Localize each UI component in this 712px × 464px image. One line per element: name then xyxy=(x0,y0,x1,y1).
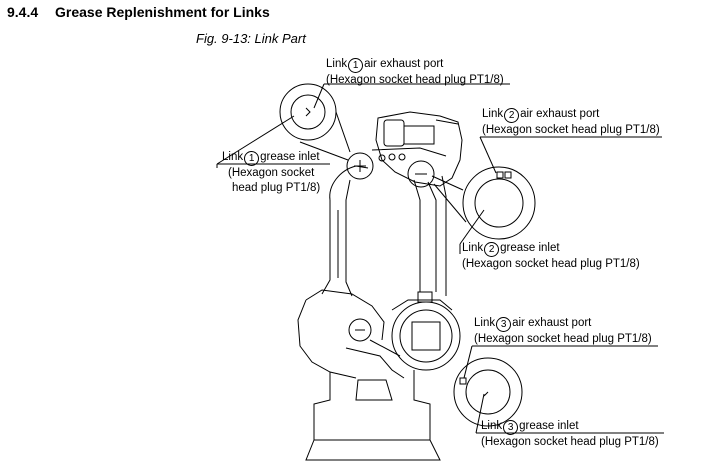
callout-link-word: Link xyxy=(474,317,496,329)
callout-label: grease inlet xyxy=(519,420,579,432)
section-heading: 9.4.4 Grease Replenishment for Links xyxy=(7,4,270,20)
section-number: 9.4.4 xyxy=(7,4,39,20)
link-number-badge: 3 xyxy=(496,317,512,332)
callout-link-word: Link xyxy=(481,420,503,432)
callout-link-word: Link xyxy=(326,58,348,70)
link2-detail-view xyxy=(431,166,536,240)
link1-detail-view xyxy=(279,83,351,161)
callout-detail: (Hexagon socket head plug PT1/8) xyxy=(462,258,640,270)
link3-detail-view xyxy=(453,357,523,427)
callout-detail: (Hexagon socket xyxy=(228,167,315,179)
callout-label: grease inlet xyxy=(260,151,320,163)
link-number-badge: 2 xyxy=(484,242,500,257)
callout-label: air exhaust port xyxy=(520,108,600,120)
link-number-badge: 2 xyxy=(504,108,520,123)
figure-caption: Fig. 9-13: Link Part xyxy=(196,31,306,46)
callout-label: air exhaust port xyxy=(364,58,444,70)
link-number-badge: 3 xyxy=(503,420,519,435)
callout-link-word: Link xyxy=(482,108,504,120)
callout-label: grease inlet xyxy=(500,242,560,254)
callout-link-word: Link xyxy=(462,242,484,254)
link-number-badge: 1 xyxy=(348,58,364,73)
callout-detail: head plug PT1/8) xyxy=(232,182,321,194)
callout-label: air exhaust port xyxy=(512,317,592,329)
callout-link-word: Link xyxy=(222,151,244,163)
callout-detail: (Hexagon socket head plug PT1/8) xyxy=(482,124,660,136)
link-number-badge: 1 xyxy=(244,151,260,166)
robot-arm-drawing xyxy=(297,111,463,461)
callout-detail: (Hexagon socket head plug PT1/8) xyxy=(481,436,659,448)
callout-detail: (Hexagon socket head plug PT1/8) xyxy=(326,74,504,86)
section-title: Grease Replenishment for Links xyxy=(55,4,270,20)
callout-detail: (Hexagon socket head plug PT1/8) xyxy=(474,333,652,345)
